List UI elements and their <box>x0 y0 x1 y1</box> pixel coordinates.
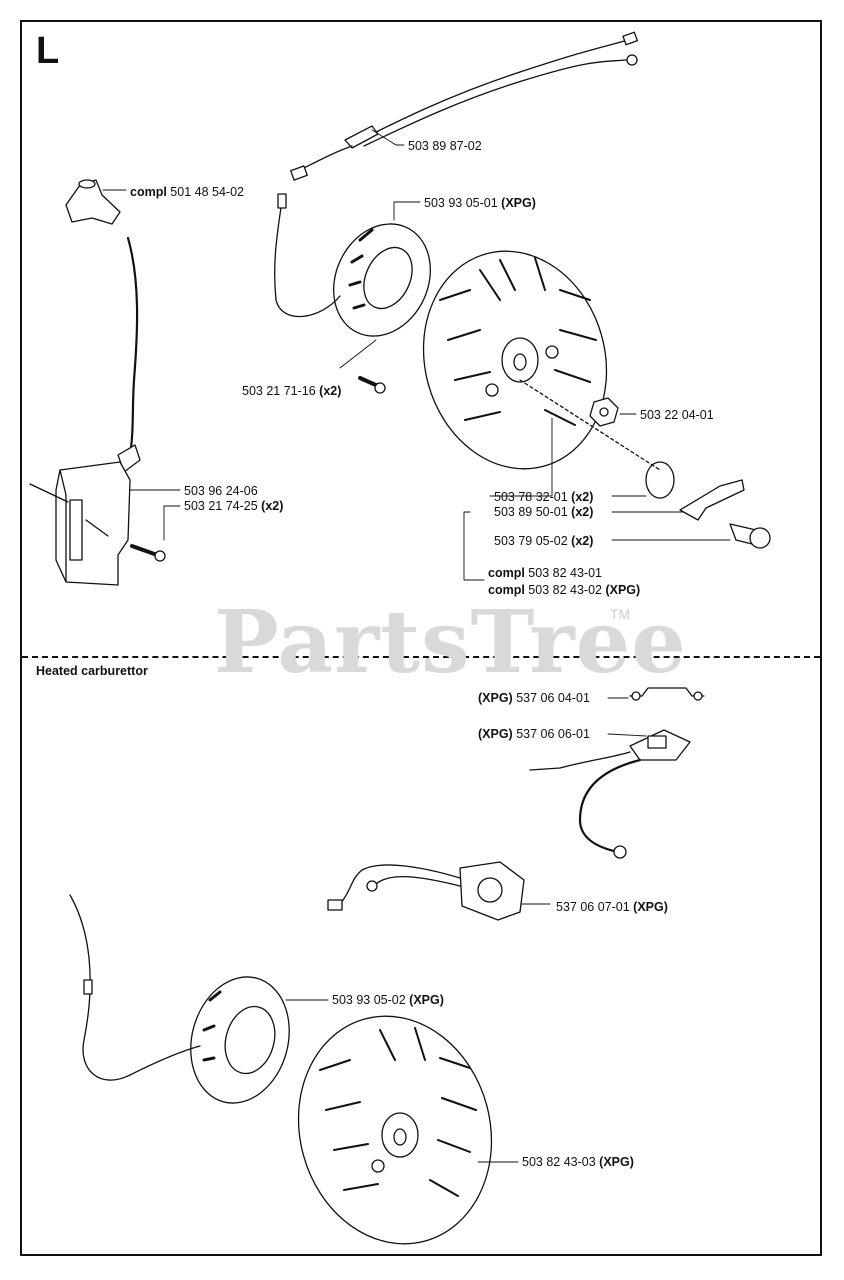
part-suffix: (x2) <box>571 490 594 504</box>
part-number: 503 21 74-25 <box>184 499 258 513</box>
heater-plate-drawing <box>327 861 525 921</box>
part-label: compl 501 48 54-02 <box>130 185 244 199</box>
part-suffix: (XPG) <box>501 196 536 210</box>
part-prefix: compl <box>130 185 167 199</box>
part-suffix: (x2) <box>261 499 284 513</box>
flywheel-hardware-drawing <box>519 379 771 549</box>
part-suffix: (x2) <box>571 505 594 519</box>
part-label: 503 82 43-03 (XPG) <box>522 1155 634 1169</box>
part-suffix: (XPG) <box>599 1155 634 1169</box>
part-label: 503 21 74-25 (x2) <box>184 499 283 513</box>
part-number: 503 93 05-01 <box>424 196 498 210</box>
part-label: (XPG) 537 06 06-01 <box>478 727 590 741</box>
part-label: 503 96 24-06 <box>184 484 258 498</box>
part-number: 503 82 43-01 <box>528 566 602 580</box>
part-number: 503 79 05-02 <box>494 534 568 548</box>
part-label: 503 79 05-02 (x2) <box>494 534 593 548</box>
section-divider <box>22 656 820 658</box>
bracket-drawing <box>629 687 705 701</box>
flywheel-top-drawing <box>422 250 608 470</box>
part-label: 503 93 05-02 (XPG) <box>332 993 444 1007</box>
leader-lines-lower <box>285 697 647 1163</box>
part-suffix: (XPG) <box>633 900 668 914</box>
stator-top-drawing <box>274 193 432 337</box>
leader-lines-top <box>102 129 731 581</box>
heater-element-drawing <box>529 729 691 859</box>
part-suffix: (x2) <box>319 384 342 398</box>
part-number: 503 96 24-06 <box>184 484 258 498</box>
part-suffix: (XPG) <box>605 583 641 597</box>
part-number: 503 22 04-01 <box>640 408 714 422</box>
part-number: 503 78 32-01 <box>494 490 568 504</box>
part-prefix: compl <box>488 566 525 580</box>
stator-lower-drawing <box>69 894 290 1104</box>
part-number: 503 21 71-16 <box>242 384 316 398</box>
watermark: PartsTree <box>214 592 688 693</box>
flywheel-lower-drawing <box>297 1015 493 1245</box>
watermark-tm: TM <box>610 606 631 622</box>
part-label: compl 503 82 43-01 <box>488 566 602 580</box>
part-label: 503 89 87-02 <box>408 139 482 153</box>
part-number: 537 06 07-01 <box>556 900 630 914</box>
part-number: 503 82 43-02 <box>528 583 602 597</box>
part-number: 503 82 43-03 <box>522 1155 596 1169</box>
wire-harness-drawing <box>290 31 638 181</box>
part-number: 503 89 87-02 <box>408 139 482 153</box>
part-number: 537 06 04-01 <box>516 691 590 705</box>
part-label: compl 503 82 43-02 (XPG) <box>488 583 640 597</box>
part-label: 537 06 07-01 (XPG) <box>556 900 668 914</box>
part-label: 503 89 50-01 (x2) <box>494 505 593 519</box>
part-label: 503 78 32-01 (x2) <box>494 490 593 504</box>
part-suffix: (XPG) <box>409 993 444 1007</box>
part-label: 503 22 04-01 <box>640 408 714 422</box>
stator-screw-drawing <box>358 376 386 394</box>
spark-plug-cap-drawing <box>65 179 139 457</box>
part-prefix: (XPG) <box>478 691 513 705</box>
part-label: 503 21 71-16 (x2) <box>242 384 341 398</box>
part-number: 503 93 05-02 <box>332 993 406 1007</box>
part-label: 503 93 05-01 (XPG) <box>424 196 536 210</box>
part-suffix: (x2) <box>571 534 594 548</box>
ignition-module-drawing <box>29 444 166 586</box>
part-number: 501 48 54-02 <box>170 185 244 199</box>
part-number: 537 06 06-01 <box>516 727 590 741</box>
part-number: 503 89 50-01 <box>494 505 568 519</box>
diagram-frame <box>20 20 822 1256</box>
part-prefix: (XPG) <box>478 727 513 741</box>
subsection-title: Heated carburettor <box>36 664 148 678</box>
part-label: (XPG) 537 06 04-01 <box>478 691 590 705</box>
section-letter: L <box>36 30 60 72</box>
part-prefix: compl <box>488 583 525 597</box>
